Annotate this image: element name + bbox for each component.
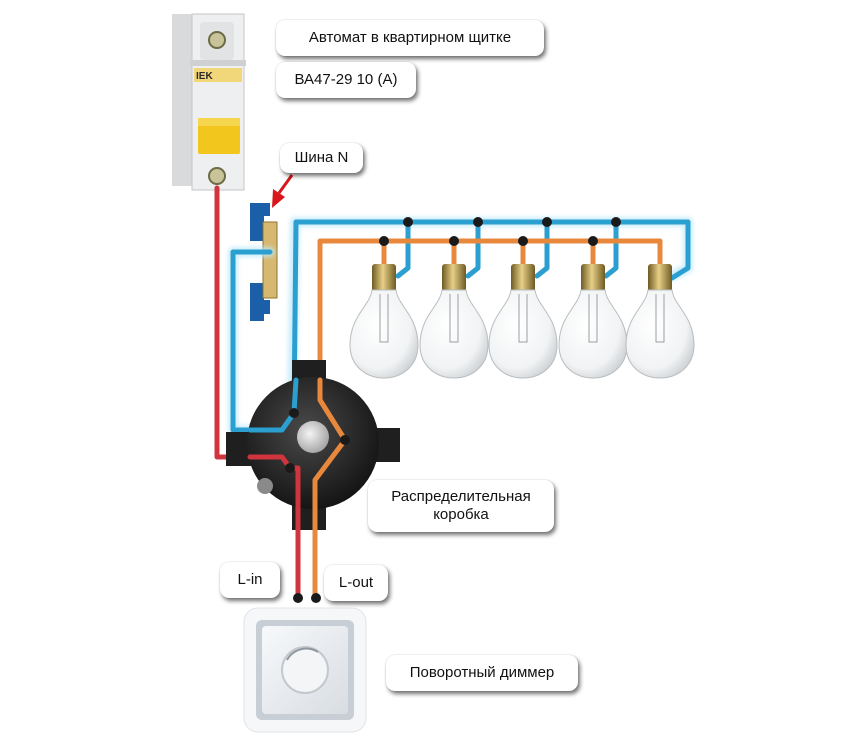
box-wires [247,377,350,533]
junction-dots [379,217,621,246]
breaker-handle [198,118,240,154]
breaker-model-label: ВА47-29 10 (А) [276,62,416,98]
line-in-label: L-in [220,562,280,598]
breaker-label: Автомат в квартирном щитке [276,20,544,56]
bulb [625,264,695,379]
junction-box-label: Распределительная коробка [368,480,554,532]
breaker-brand: IEK [196,71,213,82]
bulb [488,264,558,379]
neutral-wire [230,219,691,433]
bulb [419,264,489,379]
line-out-label: L-out [324,565,388,601]
neutral-bus-label: Шина N [280,143,363,173]
bulbs [349,264,695,379]
arrow-to-bus [272,174,294,208]
circuit-breaker: IEK [172,13,246,191]
bulb [558,264,628,379]
bulb [349,264,419,379]
rotary-dimmer [243,593,367,733]
neutral-bus [250,203,278,321]
dimmer-label: Поворотный диммер [386,655,578,691]
